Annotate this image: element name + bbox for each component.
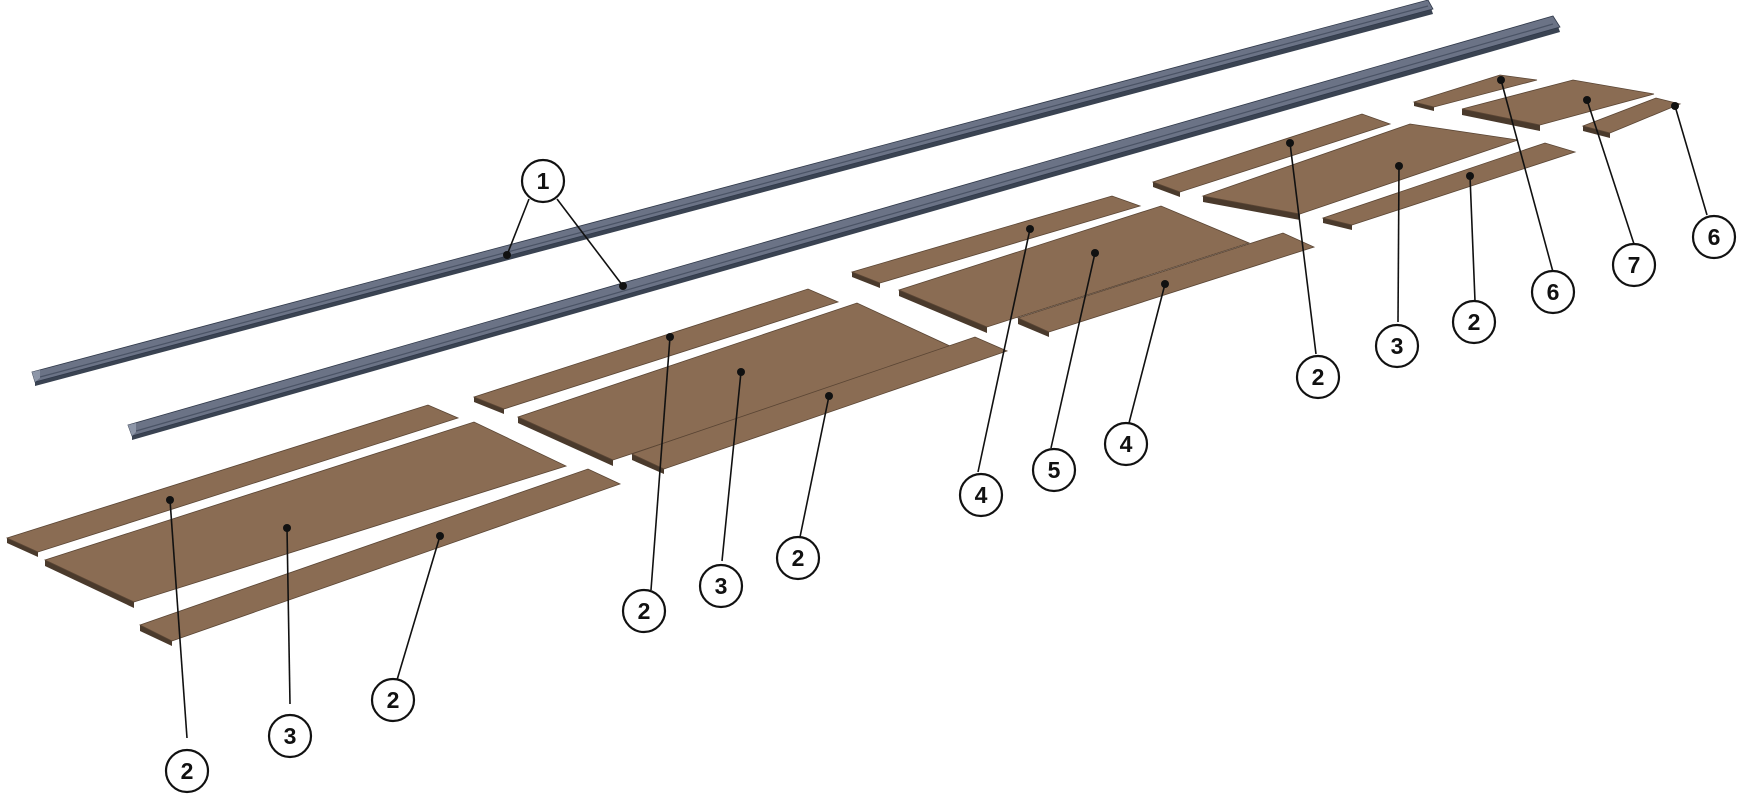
callout-3-c-label: 3 xyxy=(1391,333,1404,359)
callout-2-b-label: 2 xyxy=(387,687,400,713)
callout-3-c: 3 xyxy=(1374,323,1420,369)
callout-2-f-label: 2 xyxy=(1468,309,1481,335)
callout-2-b: 2 xyxy=(370,677,416,723)
callout-5: 5 xyxy=(1031,447,1077,493)
panel-a-center xyxy=(43,421,568,608)
callout-2-e-label: 2 xyxy=(1312,364,1325,390)
leader-dots xyxy=(166,76,1679,540)
callout-2-d-label: 2 xyxy=(792,545,805,571)
callout-4-a-label: 4 xyxy=(975,482,988,508)
panel-c-center xyxy=(897,205,1251,333)
panel-group-b xyxy=(472,288,1009,474)
panel-group-a xyxy=(5,404,622,646)
panel-a-left-strip xyxy=(5,404,460,557)
panel-a-right-strip xyxy=(138,468,622,646)
callout-1-label: 1 xyxy=(537,168,550,194)
callout-6-a: 6 xyxy=(1530,269,1576,315)
callout-7-label: 7 xyxy=(1628,252,1641,278)
callout-4-a: 4 xyxy=(958,472,1004,518)
callout-3-b: 3 xyxy=(698,563,744,609)
callout-4-b: 4 xyxy=(1103,421,1149,467)
panel-b-left-strip xyxy=(472,288,840,414)
panel-group-e xyxy=(1412,74,1682,138)
callout-3-a-label: 3 xyxy=(284,723,297,749)
panel-group-d xyxy=(1151,113,1577,230)
panel-d-left-strip xyxy=(1151,113,1392,197)
callout-2-e: 2 xyxy=(1295,354,1341,400)
callout-2-d: 2 xyxy=(775,535,821,581)
callout-6-b-label: 6 xyxy=(1708,224,1721,250)
callout-3-b-label: 3 xyxy=(715,573,728,599)
rail-upper xyxy=(31,0,1434,386)
panel-b-right-strip xyxy=(630,336,1009,474)
callout-5-label: 5 xyxy=(1048,457,1061,483)
callout-7: 7 xyxy=(1611,242,1657,288)
panel-e-left-strip xyxy=(1412,74,1538,111)
panel-d-right-strip xyxy=(1321,142,1577,230)
panel-group-c xyxy=(850,195,1316,337)
callout-4-b-label: 4 xyxy=(1120,431,1133,457)
callout-6-b: 6 xyxy=(1691,214,1737,260)
callout-2-f: 2 xyxy=(1451,299,1497,345)
callout-6-a-label: 6 xyxy=(1547,279,1560,305)
panel-e-right-strip xyxy=(1581,97,1682,138)
callout-2-a: 2 xyxy=(164,748,210,794)
leader-lines xyxy=(169,79,1708,739)
callout-2-a-label: 2 xyxy=(181,758,194,784)
callout-2-c-label: 2 xyxy=(638,598,651,624)
panel-c-left-strip xyxy=(850,195,1142,288)
callout-1: 1 xyxy=(520,158,566,204)
callout-2-c: 2 xyxy=(621,588,667,634)
callout-3-a: 3 xyxy=(267,713,313,759)
rail-lower xyxy=(127,15,1561,440)
